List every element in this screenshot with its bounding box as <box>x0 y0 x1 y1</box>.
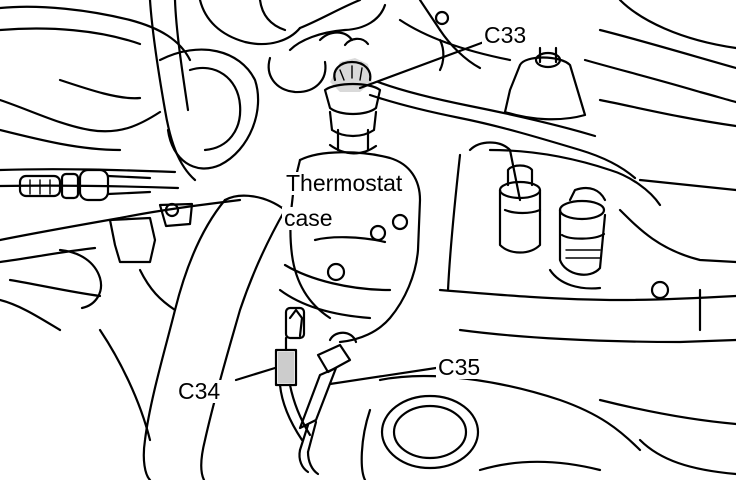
leader-c35 <box>328 366 438 386</box>
lower-right-cylinder <box>360 374 736 480</box>
upper-right-bracket <box>398 0 736 128</box>
leader-c33 <box>358 40 486 90</box>
label-c34: C34 <box>176 378 223 404</box>
leader-c34 <box>234 366 277 382</box>
upper-pipe <box>368 80 662 292</box>
right-engine-block <box>438 178 736 344</box>
label-thermostat-line1: Thermostat <box>284 170 405 196</box>
sensor-c33 <box>323 58 382 155</box>
connector-c34 <box>274 306 312 442</box>
left-engine-body <box>0 78 242 332</box>
left-cable-connector <box>0 168 180 202</box>
right-fittings <box>498 164 607 290</box>
label-thermostat-line2: case <box>282 205 335 231</box>
upper-left-hoses <box>0 0 387 182</box>
label-c33: C33 <box>482 22 529 48</box>
thermostat-housing <box>278 151 422 344</box>
connector-c35 <box>298 331 358 476</box>
leader-lines <box>234 40 486 386</box>
label-c35: C35 <box>436 354 483 380</box>
lower-radiator-hose <box>98 194 287 480</box>
